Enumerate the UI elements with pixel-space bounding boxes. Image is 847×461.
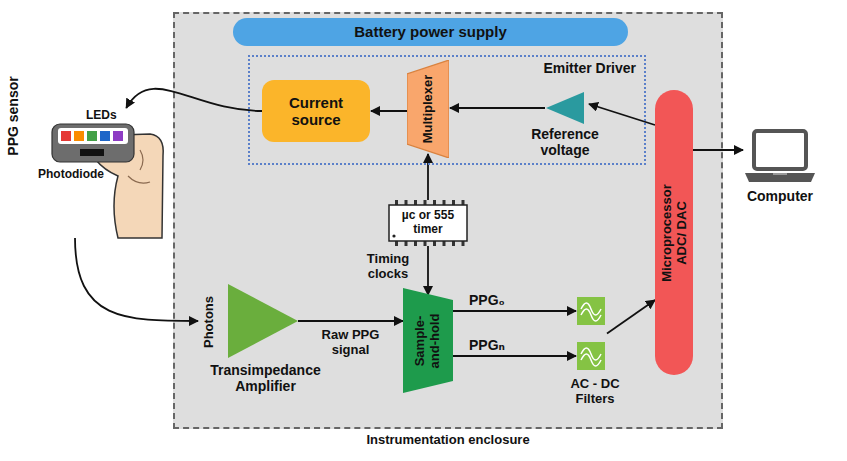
enclosure: Instrumentation enclosure Battery power s… <box>173 12 723 452</box>
node-label: Sample-and-hold <box>413 305 443 377</box>
node-label: Reference voltage <box>522 126 608 158</box>
sensor-clip <box>52 124 134 162</box>
node-label: Transimpedance Amplifier <box>198 362 333 394</box>
signal-label: Raw PPG signal <box>313 328 389 358</box>
arrow-connector <box>693 149 743 151</box>
arrow-connector <box>453 355 576 357</box>
node-label: µc or 555 timer <box>393 209 463 237</box>
node-label: Emitter Driver <box>543 60 636 76</box>
amplifier-node: Reference voltage <box>522 88 608 162</box>
processor-pill: Microprocessor ADC/ DAC <box>655 90 693 375</box>
arrow-connector <box>427 246 429 295</box>
filter-node: AC - DC Filters <box>550 295 640 415</box>
sample-hold: Sample-and-hold <box>403 288 453 393</box>
laptop-icon <box>745 128 815 184</box>
arrow-connector <box>298 320 403 322</box>
part-label: Photons <box>202 296 217 348</box>
node-label: Multiplexer <box>421 75 436 144</box>
arrow-connector <box>607 300 655 334</box>
chip-node: µc or 555 timer <box>386 200 470 246</box>
process-box: Current source <box>262 80 370 142</box>
filter-icons <box>577 297 605 370</box>
led <box>61 131 71 141</box>
signal-label: Timing clocks <box>356 252 420 282</box>
power-bar: Battery power supply <box>233 18 628 46</box>
node-label: Battery power supply <box>354 23 507 40</box>
led <box>87 131 97 141</box>
node-label: Computer <box>738 188 822 204</box>
node-label: Microprocessor ADC/ DAC <box>659 170 689 295</box>
arrow-connector <box>75 238 198 321</box>
triangle <box>228 284 298 358</box>
amplifier-node: Transimpedance Amplifier Photons <box>198 282 333 404</box>
arrow-connector <box>427 154 429 200</box>
led <box>74 131 84 141</box>
part-label: Photodiode <box>38 168 104 182</box>
signal-label: PPG₀ <box>467 292 507 308</box>
arrow-connector <box>371 110 407 112</box>
mux-shape: Multiplexer <box>407 60 449 158</box>
led <box>100 131 110 141</box>
node-label: Current source <box>270 94 362 129</box>
computer-node: Computer <box>738 128 822 218</box>
part-label: LEDs <box>86 109 117 123</box>
node-label: Instrumentation enclosure <box>173 433 723 448</box>
node-label: PPG sensor <box>5 76 21 155</box>
node-label: AC - DC Filters <box>550 377 640 407</box>
triangle <box>546 92 584 124</box>
arrow-connector <box>450 107 545 109</box>
led-window <box>58 128 128 144</box>
signal-label: PPGₙ <box>467 337 507 353</box>
arrow-connector <box>453 310 576 312</box>
driver-group: Emitter DriverCurrent source MultiplexerR… <box>248 55 646 165</box>
photodiode <box>80 149 104 156</box>
arrow-connector <box>126 89 262 111</box>
led <box>113 131 123 141</box>
